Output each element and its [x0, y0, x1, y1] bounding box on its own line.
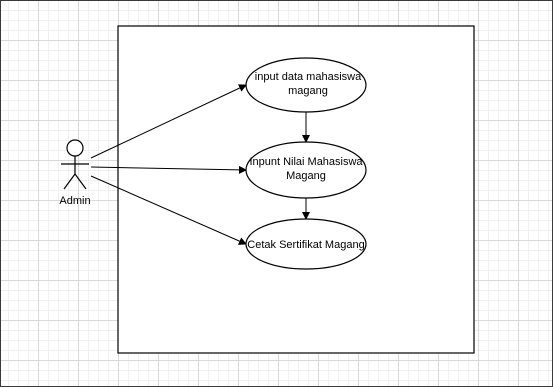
- use-case-ellipse: [245, 57, 367, 113]
- use-case-ellipse: [245, 218, 367, 270]
- actor-right-leg: [74, 173, 87, 190]
- use-case-label-line2: magang: [288, 85, 328, 97]
- actor-label: Admin: [59, 195, 90, 207]
- use-case-input-nilai[interactable]: Inpunt Nilai Mahasiswa Magang: [245, 141, 367, 199]
- actor-head: [66, 139, 84, 157]
- use-case-label-line1: Cetak Sertifikat Magang: [247, 239, 364, 251]
- use-case-cetak-sertifikat[interactable]: Cetak Sertifikat Magang: [245, 218, 367, 270]
- use-case-label-line1: Inpunt Nilai Mahasiswa: [249, 156, 363, 168]
- actor-admin[interactable]: Admin: [59, 139, 91, 207]
- association-arrow-cetak-sertifikat[interactable]: [90, 175, 247, 245]
- use-case-input-data[interactable]: input data mahasiswa magang: [245, 57, 367, 113]
- use-case-label-line1: input data mahasiswa: [255, 71, 362, 83]
- use-case-ellipse: [245, 141, 367, 199]
- association-arrow-input-nilai[interactable]: [90, 165, 247, 174]
- use-case-label-line2: Magang: [286, 170, 326, 182]
- association-arrow-input-data[interactable]: [90, 84, 247, 159]
- actor-left-leg: [63, 173, 76, 190]
